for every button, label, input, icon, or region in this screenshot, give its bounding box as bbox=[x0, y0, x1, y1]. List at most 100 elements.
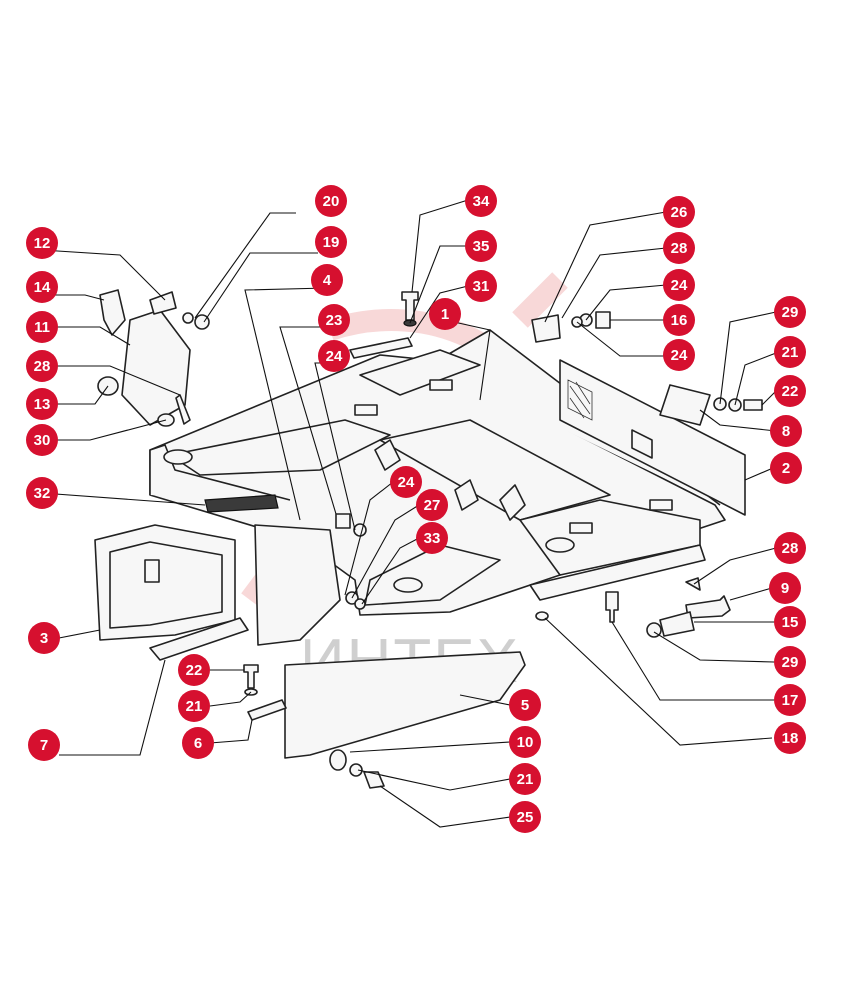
callout-label: 34 bbox=[473, 193, 490, 210]
callout-circle bbox=[390, 466, 422, 498]
callout-label: 28 bbox=[671, 240, 688, 257]
callout-circle bbox=[663, 269, 695, 301]
callout-label: 27 bbox=[424, 497, 441, 514]
callout-circle bbox=[774, 722, 806, 754]
callout-label: 32 bbox=[34, 485, 51, 502]
callout-label: 17 bbox=[782, 692, 799, 709]
callout-c24a: 24 bbox=[663, 269, 695, 301]
callout-label: 21 bbox=[517, 771, 534, 788]
callout-c22a: 22 bbox=[774, 375, 806, 407]
callout-label: 33 bbox=[424, 530, 441, 547]
callout-label: 31 bbox=[473, 278, 490, 295]
callout-label: 16 bbox=[671, 312, 688, 329]
callout-c10: 10 bbox=[509, 726, 541, 758]
callout-c9: 9 bbox=[769, 572, 801, 604]
bolt-22b bbox=[243, 664, 259, 689]
callout-c7: 7 bbox=[28, 729, 60, 761]
callout-circle bbox=[318, 304, 350, 336]
callout-c18: 18 bbox=[774, 722, 806, 754]
washer-33 bbox=[354, 598, 366, 610]
callout-c8: 8 bbox=[770, 415, 802, 447]
callout-c27: 27 bbox=[416, 489, 448, 521]
washer-20 bbox=[182, 312, 194, 324]
callout-c2: 2 bbox=[770, 452, 802, 484]
callout-circle bbox=[416, 489, 448, 521]
callout-label: 12 bbox=[34, 235, 51, 252]
bolt-23 bbox=[335, 513, 351, 529]
callout-label: 24 bbox=[326, 348, 343, 365]
pin-9 bbox=[685, 595, 731, 619]
callout-c3: 3 bbox=[28, 622, 60, 654]
callout-c32: 32 bbox=[26, 477, 58, 509]
callout-c28a: 28 bbox=[663, 232, 695, 264]
callout-circle bbox=[178, 654, 210, 686]
callout-circle bbox=[509, 763, 541, 795]
callout-circle bbox=[663, 232, 695, 264]
bushing-10 bbox=[329, 749, 347, 771]
callout-label: 21 bbox=[782, 344, 799, 361]
callout-label: 18 bbox=[782, 730, 799, 747]
callout-c13: 13 bbox=[26, 388, 58, 420]
callout-circle bbox=[774, 684, 806, 716]
callout-label: 4 bbox=[323, 272, 332, 289]
bolt-16 bbox=[595, 311, 611, 329]
callout-label: 15 bbox=[782, 614, 799, 631]
callout-label: 28 bbox=[782, 540, 799, 557]
callout-circle bbox=[770, 415, 802, 447]
callout-circle bbox=[774, 646, 806, 678]
callout-c29a: 29 bbox=[774, 296, 806, 328]
callout-label: 24 bbox=[671, 347, 688, 364]
callout-label: 3 bbox=[40, 630, 48, 647]
callout-c22b: 22 bbox=[178, 654, 210, 686]
callout-c31: 31 bbox=[465, 270, 497, 302]
callout-circle bbox=[774, 296, 806, 328]
callout-label: 24 bbox=[671, 277, 688, 294]
callout-circle bbox=[774, 532, 806, 564]
callout-label: 29 bbox=[782, 304, 799, 321]
callout-circle bbox=[509, 689, 541, 721]
callout-label: 26 bbox=[671, 204, 688, 221]
callout-c25: 25 bbox=[509, 801, 541, 833]
callout-c12: 12 bbox=[26, 227, 58, 259]
callout-circle bbox=[315, 226, 347, 258]
callout-circle bbox=[26, 388, 58, 420]
callout-c24b: 24 bbox=[318, 340, 350, 372]
callout-label: 5 bbox=[521, 697, 529, 714]
callout-circle bbox=[318, 340, 350, 372]
callout-label: 21 bbox=[186, 698, 203, 715]
callout-circle bbox=[465, 270, 497, 302]
spring-15 bbox=[659, 611, 695, 637]
strip-7 bbox=[149, 617, 249, 661]
callout-c33: 33 bbox=[416, 522, 448, 554]
nut-19 bbox=[194, 314, 210, 330]
callout-label: 8 bbox=[782, 423, 790, 440]
callout-circle bbox=[26, 311, 58, 343]
bracket-4 bbox=[254, 524, 341, 646]
callout-label: 10 bbox=[517, 734, 534, 751]
split-pin-28c bbox=[685, 577, 701, 591]
side-box bbox=[94, 524, 236, 641]
callout-c34: 34 bbox=[465, 185, 497, 217]
hinge-pin-12 bbox=[149, 291, 177, 315]
knob-14 bbox=[99, 289, 126, 336]
callout-label: 6 bbox=[194, 735, 202, 752]
callout-c14: 14 bbox=[26, 271, 58, 303]
callout-label: 7 bbox=[40, 737, 48, 754]
callout-circle bbox=[182, 727, 214, 759]
leader-lines bbox=[41, 199, 777, 828]
callout-c26: 26 bbox=[663, 196, 695, 228]
callout-c6: 6 bbox=[182, 727, 214, 759]
rear-panel bbox=[559, 359, 746, 516]
callout-circle bbox=[429, 298, 461, 330]
callout-circle bbox=[26, 227, 58, 259]
callout-c35: 35 bbox=[465, 230, 497, 262]
callout-c1: 1 bbox=[429, 298, 461, 330]
callout-label: 29 bbox=[782, 654, 799, 671]
callout-label: 30 bbox=[34, 432, 51, 449]
callout-c20: 20 bbox=[315, 185, 347, 217]
bolt-17 bbox=[605, 591, 619, 623]
callout-circle bbox=[26, 271, 58, 303]
plate-26 bbox=[531, 314, 561, 343]
callout-label: 14 bbox=[34, 279, 51, 296]
